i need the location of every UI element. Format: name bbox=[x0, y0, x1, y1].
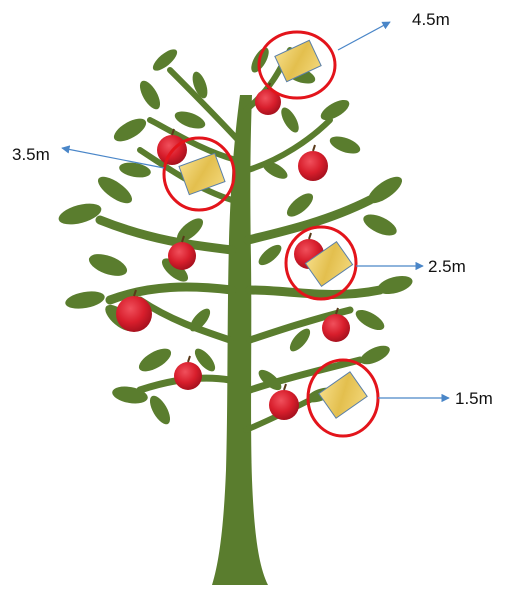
height-label-1-5m: 1.5m bbox=[455, 389, 493, 408]
leaf-icon bbox=[86, 250, 130, 281]
apple-icon bbox=[174, 356, 202, 390]
leaf-icon bbox=[358, 342, 393, 368]
height-label-2-5m: 2.5m bbox=[428, 257, 466, 276]
apple-icon bbox=[269, 384, 299, 420]
apple-icon bbox=[298, 145, 328, 181]
height-label-4-5m: 4.5m bbox=[412, 10, 450, 29]
leaf-icon bbox=[136, 78, 164, 113]
leaf-icon bbox=[118, 160, 152, 179]
sensor-marker-4-5m: 4.5m bbox=[259, 10, 450, 98]
leaf-icon bbox=[146, 393, 174, 428]
arrow-line bbox=[338, 22, 390, 50]
leaf-icon bbox=[278, 105, 302, 135]
leaf-icon bbox=[360, 210, 399, 240]
leaf-icon bbox=[283, 189, 317, 220]
sensor-box-icon bbox=[319, 372, 367, 418]
leaf-icon bbox=[64, 289, 106, 312]
leaf-icon bbox=[353, 306, 388, 334]
leaf-icon bbox=[173, 108, 208, 132]
leaf-icon bbox=[94, 172, 136, 208]
leaf-icon bbox=[318, 96, 353, 124]
leaf-icon bbox=[255, 241, 284, 268]
sensor-box-icon bbox=[179, 153, 225, 194]
sensor-marker-1-5m: 1.5m bbox=[308, 360, 493, 436]
leaf-icon bbox=[56, 200, 103, 229]
height-label-3-5m: 3.5m bbox=[12, 145, 50, 164]
leaf-icon bbox=[364, 172, 406, 208]
leaf-icon bbox=[110, 114, 149, 146]
leaf-icon bbox=[135, 344, 174, 376]
leaf-icon bbox=[328, 133, 363, 157]
leaf-icon bbox=[150, 46, 181, 74]
sensor-box-icon bbox=[275, 40, 321, 81]
